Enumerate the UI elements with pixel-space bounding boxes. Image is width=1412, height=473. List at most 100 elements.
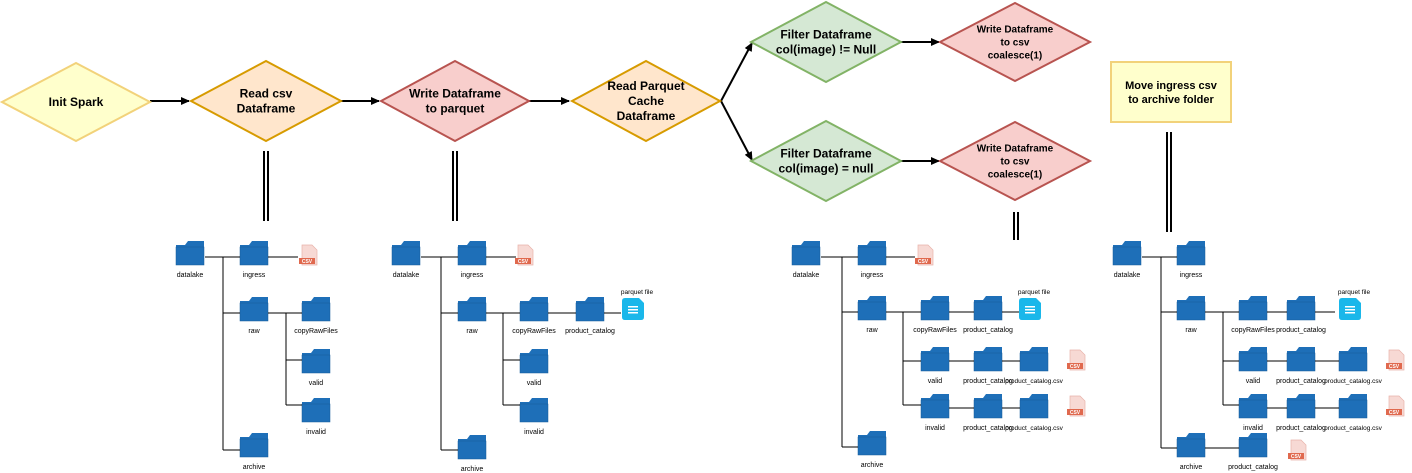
folder-front	[575, 302, 605, 322]
folder-icon	[1176, 433, 1206, 458]
tree4-parquet-label: parquet file	[1338, 289, 1371, 296]
folder-front	[857, 301, 887, 321]
filter-not-null-node-shape	[748, 0, 904, 84]
tree3-product-catalog-label: product_catalog	[963, 327, 1013, 334]
tree2-valid: valid	[519, 349, 549, 387]
folder-icon	[920, 394, 950, 419]
parquet-file-icon	[622, 298, 644, 320]
csv-file-icon: CSV	[1067, 349, 1086, 371]
filter-null-node-shape	[748, 119, 904, 203]
tree4-archive: archive	[1176, 433, 1206, 471]
folder-icon	[1286, 394, 1316, 419]
move-ingress-node-label: to archive folder	[1128, 94, 1214, 106]
folder-front	[1019, 399, 1049, 419]
tree4-invalid-csv-label: product_catalog.csv	[1324, 425, 1383, 432]
read-csv-node-label: Read csv	[240, 87, 293, 101]
tree2-raw: raw	[457, 297, 487, 335]
folder-front	[1338, 399, 1368, 419]
folder-icon	[1238, 394, 1268, 419]
csv-tag	[1288, 453, 1304, 459]
tree1-invalid: invalid	[301, 398, 331, 436]
csv-tag-label: CSV	[1389, 410, 1400, 416]
folder-front	[1238, 352, 1268, 372]
folder-icon	[1238, 433, 1268, 458]
folder-icon	[1286, 296, 1316, 321]
tree1-valid-label: valid	[309, 380, 324, 387]
tree1-copyrawfiles: copyRawFiles	[294, 297, 338, 335]
tree4-invalid-product-catalog: product_catalog	[1276, 394, 1326, 432]
init-spark-node-shape	[0, 61, 153, 143]
folder-icon	[973, 347, 1003, 372]
tree4-valid: valid	[1238, 347, 1268, 385]
folder-icon	[1338, 347, 1368, 372]
tree4-invalid-product-catalog-label: product_catalog	[1276, 425, 1326, 432]
tree3-archive: archive	[857, 431, 887, 469]
tree2-product-catalog-label: product_catalog	[565, 328, 615, 335]
tree3-datalake-label: datalake	[793, 272, 820, 279]
csv-tag-label: CSV	[1291, 454, 1302, 460]
parquet-line	[1345, 312, 1355, 314]
write-csv-bottom-node-shape	[937, 120, 1093, 202]
folder-front	[1238, 399, 1268, 419]
arrow-to-filter-null	[720, 100, 753, 161]
csv-tag-label: CSV	[1389, 364, 1400, 370]
tree4-copyrawfiles: copyRawFiles	[1231, 296, 1275, 334]
tree2-archive: archive	[457, 435, 487, 473]
tree2-valid-label: valid	[527, 380, 542, 387]
tree1-invalid-label: invalid	[306, 429, 326, 436]
tree4-valid-product-catalog: product_catalog	[1276, 347, 1326, 385]
tree3-ingress: ingress	[857, 241, 887, 279]
parquet-file-icon	[1339, 298, 1361, 320]
folder-front	[1286, 352, 1316, 372]
tree3-product-catalog: product_catalog	[963, 296, 1013, 334]
folder-front	[239, 438, 269, 458]
tree2-datalake-label: datalake	[393, 272, 420, 279]
folder-icon	[519, 297, 549, 322]
folder-icon	[239, 433, 269, 458]
folder-front	[973, 301, 1003, 321]
csv-tag	[915, 258, 931, 264]
folder-front	[1338, 352, 1368, 372]
folder-icon	[519, 398, 549, 423]
csv-file-icon: CSV	[1067, 395, 1086, 417]
arrow-to-filter-not-null	[720, 42, 753, 102]
filter-null-node-label: col(image) = null	[778, 162, 873, 176]
folder-front	[973, 352, 1003, 372]
tree3-invalid-product-catalog-label: product_catalog	[963, 425, 1013, 432]
folder-icon	[1338, 394, 1368, 419]
write-csv-top-node-shape	[937, 1, 1093, 83]
csv-tag	[299, 258, 315, 264]
init-spark-node-label: Init Spark	[49, 95, 104, 109]
folder-icon	[175, 241, 205, 266]
tree2-invalid: invalid	[519, 398, 549, 436]
folder-front	[301, 354, 331, 374]
tree3-copyrawfiles: copyRawFiles	[913, 296, 957, 334]
tree4-copyrawfiles-label: copyRawFiles	[1231, 327, 1275, 334]
parquet-line	[1025, 306, 1035, 308]
tree1-valid: valid	[301, 349, 331, 387]
write-csv-bottom-node-label: Write Dataframe	[977, 144, 1054, 155]
tree4-ingress-label: ingress	[1180, 272, 1203, 279]
tree3-invalid: invalid	[920, 394, 950, 432]
tree3-valid-product-catalog-label: product_catalog	[963, 378, 1013, 385]
tree3-valid-label: valid	[928, 378, 943, 385]
folder-icon	[457, 435, 487, 460]
init-spark-node: Init Spark	[0, 61, 153, 143]
folder-icon	[973, 296, 1003, 321]
folder-icon	[791, 241, 821, 266]
tree3-ingress-label: ingress	[861, 272, 884, 279]
folder-front	[239, 302, 269, 322]
folder-front	[920, 301, 950, 321]
tree4-archive-product-catalog-label: product_catalog	[1228, 464, 1278, 471]
tree2-parquet-label: parquet file	[621, 289, 654, 296]
folder-icon	[1238, 296, 1268, 321]
folder-front	[519, 403, 549, 423]
folder-front	[301, 302, 331, 322]
tree2-copyrawfiles-label: copyRawFiles	[512, 328, 556, 335]
tree4-invalid-csv: product_catalog.csv	[1324, 394, 1383, 432]
